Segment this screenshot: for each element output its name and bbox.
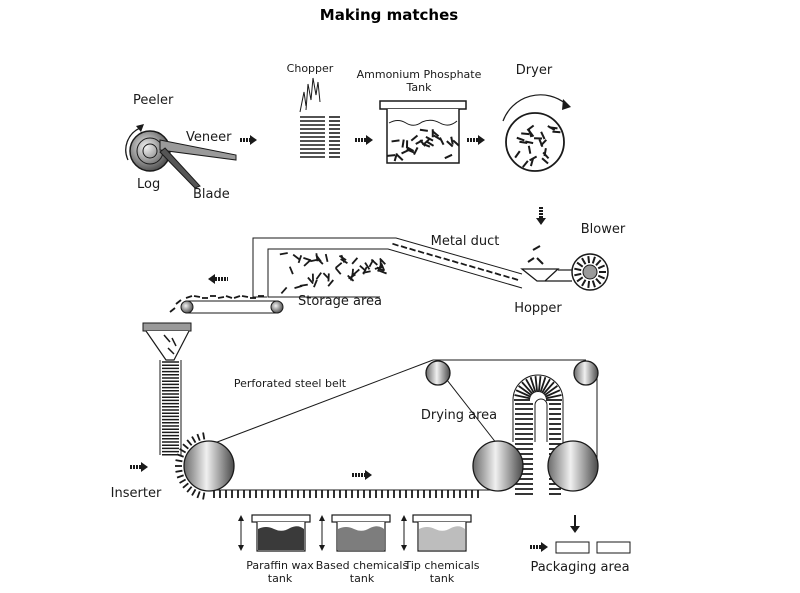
dryer-label: Dryer bbox=[516, 63, 553, 78]
match-box bbox=[596, 541, 631, 554]
flow-arrow bbox=[130, 462, 148, 472]
hopper bbox=[520, 245, 572, 282]
flow-arrow-left bbox=[208, 274, 228, 284]
chopper-machine bbox=[299, 77, 340, 158]
perforated-belt-label: Perforated steel belt bbox=[234, 377, 347, 390]
belt-roller bbox=[472, 440, 524, 492]
belt-roller bbox=[547, 440, 599, 492]
belt-roller bbox=[183, 440, 235, 492]
packaging-area-label: Packaging area bbox=[530, 560, 629, 575]
peeler-label: Peeler bbox=[133, 93, 174, 108]
based-label-line2: tank bbox=[350, 572, 375, 585]
belt-roller bbox=[425, 360, 451, 386]
tip-chemicals-tank bbox=[401, 514, 472, 552]
based-chemicals-tank bbox=[319, 514, 391, 552]
tip-label-line1: Tip chemicals bbox=[403, 559, 479, 572]
flow-arrow-down bbox=[570, 515, 580, 533]
hopper-label: Hopper bbox=[514, 301, 562, 316]
veneer-label: Veneer bbox=[186, 130, 232, 145]
blower-fan bbox=[571, 253, 609, 291]
metal-duct bbox=[252, 237, 523, 298]
chopper-label: Chopper bbox=[287, 62, 334, 75]
match-box bbox=[555, 541, 590, 554]
flow-arrow bbox=[467, 135, 485, 145]
diagram-title: Making matches bbox=[320, 6, 458, 24]
metal-duct-label: Metal duct bbox=[431, 234, 500, 249]
drying-area-label: Drying area bbox=[421, 408, 497, 423]
tank-label-line1: Ammonium Phosphate bbox=[357, 68, 482, 81]
log-label: Log bbox=[137, 177, 160, 192]
flow-arrow-down bbox=[536, 207, 546, 225]
inserter-funnel bbox=[142, 322, 192, 456]
perforated-steel-belt bbox=[175, 359, 598, 500]
dryer-drum bbox=[502, 94, 571, 172]
peeler-machine bbox=[125, 124, 237, 189]
flow-arrow bbox=[352, 470, 372, 480]
flow-arrow bbox=[530, 542, 548, 552]
storage-conveyor bbox=[169, 295, 284, 314]
blower-label: Blower bbox=[581, 222, 626, 237]
blade-label: Blade bbox=[193, 187, 230, 202]
storage-area-label: Storage area bbox=[298, 294, 382, 309]
flow-arrow bbox=[240, 135, 257, 145]
flow-arrow bbox=[355, 135, 373, 145]
inserter-label: Inserter bbox=[111, 486, 162, 501]
paraffin-label-line1: Paraffin wax bbox=[246, 559, 314, 572]
based-label-line1: Based chemicals bbox=[316, 559, 409, 572]
paraffin-wax-tank bbox=[238, 514, 311, 552]
tip-label-line2: tank bbox=[430, 572, 455, 585]
belt-roller bbox=[573, 360, 599, 386]
paraffin-label-line2: tank bbox=[268, 572, 293, 585]
ammonium-phosphate-tank bbox=[379, 100, 467, 164]
tank-label-line2: Tank bbox=[406, 81, 433, 94]
